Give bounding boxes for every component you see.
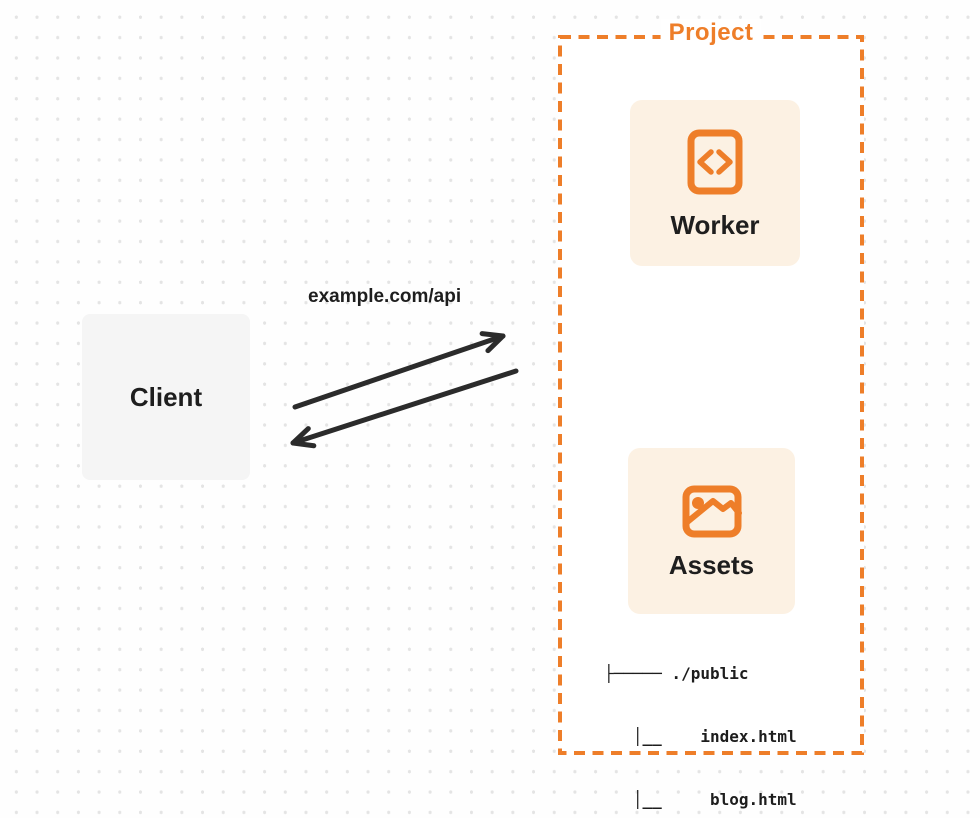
- response-arrow: [290, 368, 519, 449]
- request-url-label: example.com/api: [308, 286, 462, 307]
- assets-file-tree: ├───── ./public │__ index.html │__ blog.…: [604, 621, 797, 818]
- file-tree-line: │__ index.html: [604, 727, 797, 746]
- file-tree-line: │__ blog.html: [604, 790, 797, 809]
- image-icon: [682, 485, 742, 538]
- client-node: Client: [82, 314, 250, 480]
- project-label: Project: [660, 19, 762, 47]
- worker-label: Worker: [670, 209, 760, 240]
- assets-label: Assets: [668, 549, 755, 580]
- assets-node: Assets: [628, 448, 795, 614]
- code-document-icon: [687, 129, 743, 195]
- request-arrow: [292, 331, 506, 410]
- file-tree-line: ├───── ./public: [604, 664, 749, 683]
- client-label: Client: [129, 382, 203, 412]
- worker-node: Worker: [630, 100, 800, 266]
